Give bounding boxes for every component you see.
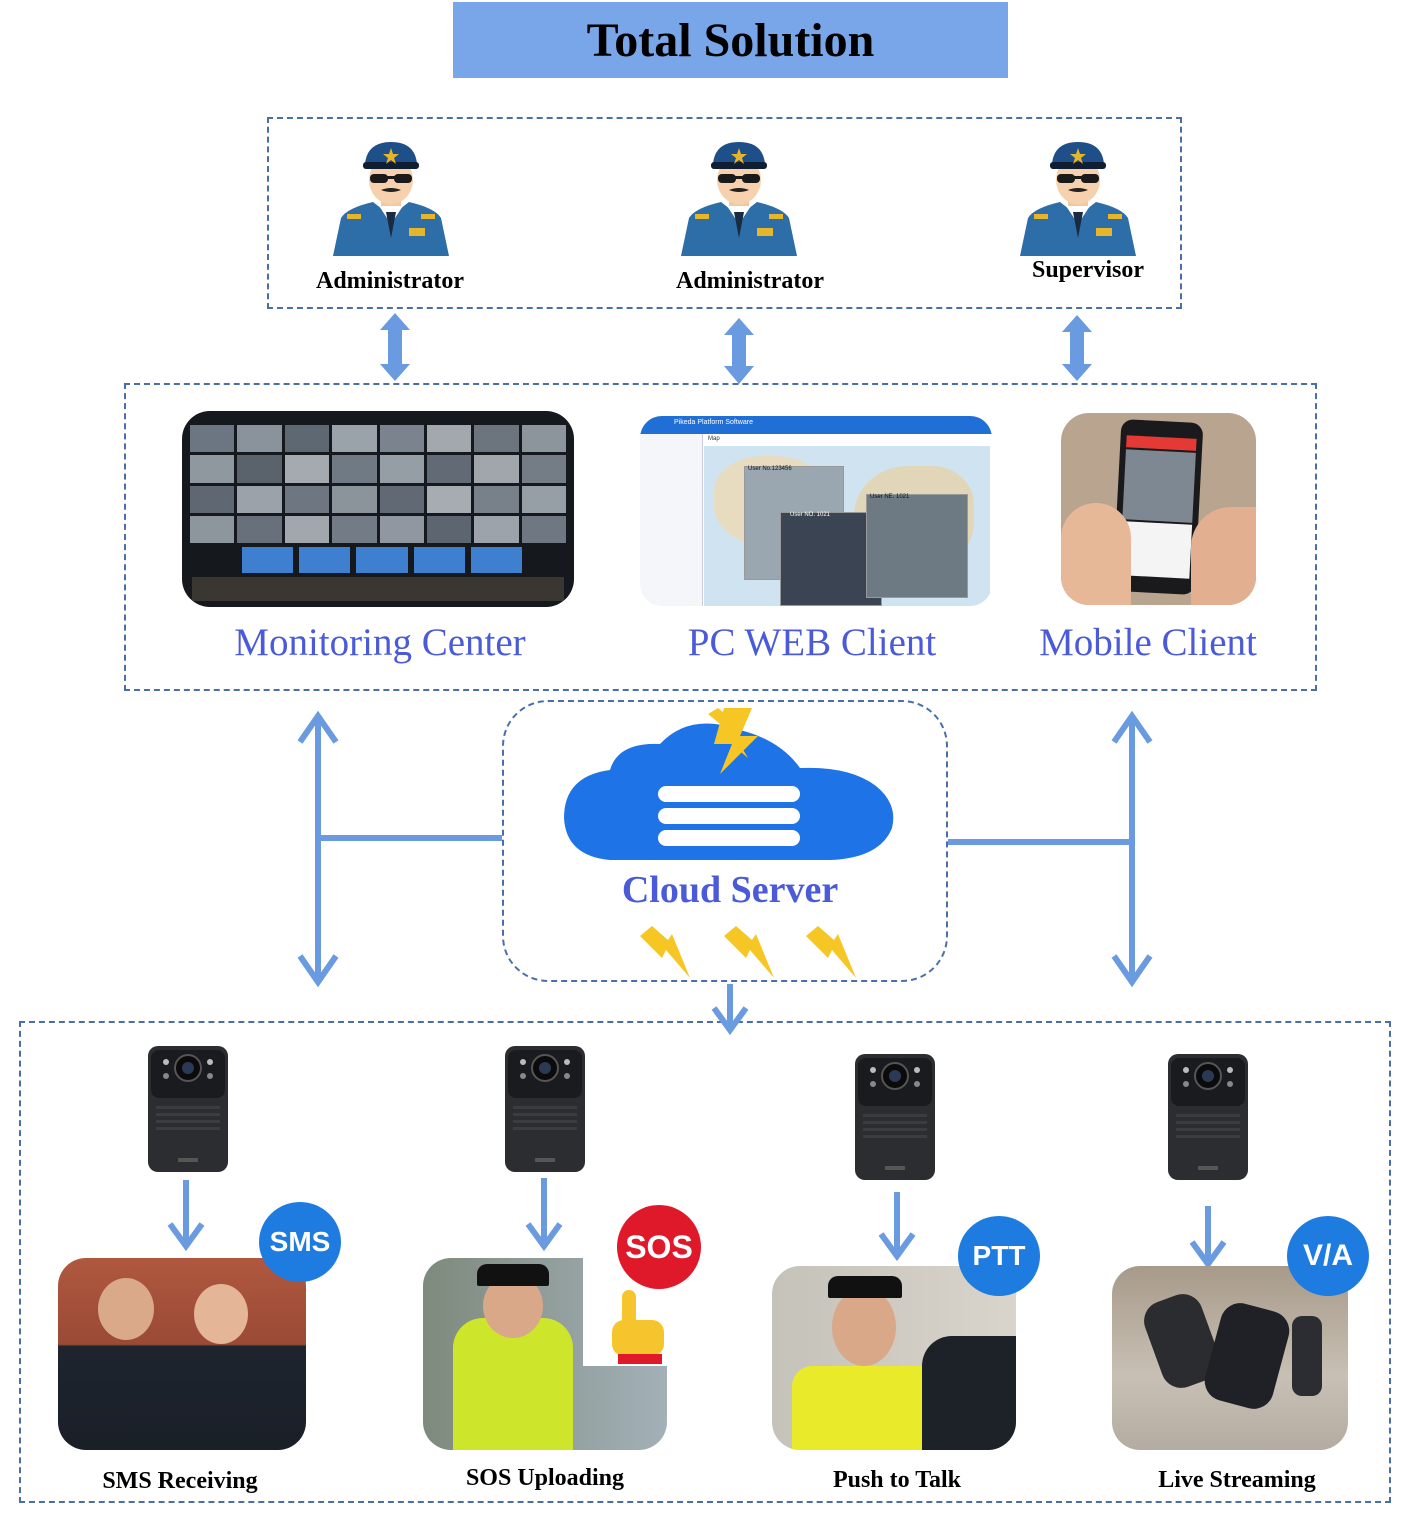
sos-uploading-image [423,1258,667,1450]
officer-icon [1020,142,1136,256]
clients-box [124,383,1317,691]
client-label: Mobile Client [1039,621,1257,664]
lightning-icon [714,708,758,774]
user-tag: User NO. 1021 [790,512,831,518]
feature-label: Live Streaming [1158,1467,1316,1493]
connector-lines [297,710,1153,1036]
sms-receiving-image [58,1258,306,1450]
role-label: Supervisor [1031,257,1144,283]
client-label: PC WEB Client [687,621,937,664]
sos-badge: SOS [617,1205,701,1289]
title-bar: Total Solution [453,2,1008,78]
down-arrow-icon [167,1178,1227,1270]
monitoring-center-image [182,411,574,607]
user-tag: User No.123456 [748,466,792,472]
page-title: Total Solution [586,13,875,67]
signal-bolts-icon [640,926,856,978]
client-label: Monitoring Center [234,621,526,664]
body-camera-icon [504,1045,586,1173]
role-label: Administrator [676,268,824,294]
roles-box [267,117,1182,309]
double-arrow-icon [380,313,1092,384]
cloud-server-label: Cloud Server [621,869,839,911]
window-title: Pikeda Platform Software [674,419,753,426]
map-tab: Map [708,436,720,442]
cloud-icon [564,723,894,860]
feature-label: SOS Uploading [465,1465,625,1491]
officer-icon [681,142,797,256]
mobile-client-image [1061,413,1256,605]
body-camera-icon [147,1045,229,1173]
va-badge: V/A [1287,1216,1369,1296]
cloud-box [502,700,948,982]
sms-badge: SMS [259,1202,341,1282]
ptt-badge: PTT [958,1216,1040,1296]
push-to-talk-image [772,1266,1016,1450]
feature-label: Push to Talk [832,1467,962,1493]
user-tag: User NE. 1021 [870,494,910,500]
body-camera-icon [1167,1053,1249,1181]
pc-web-client-image: Pikeda Platform Software Map User No.123… [640,416,992,606]
body-camera-icon [854,1053,936,1181]
live-streaming-image [1112,1266,1348,1450]
devices-box [19,1021,1391,1503]
feature-label: SMS Receiving [102,1468,258,1494]
hand-pointer-icon [612,1290,664,1368]
role-label: Administrator [316,268,464,294]
officer-icon [333,142,449,256]
